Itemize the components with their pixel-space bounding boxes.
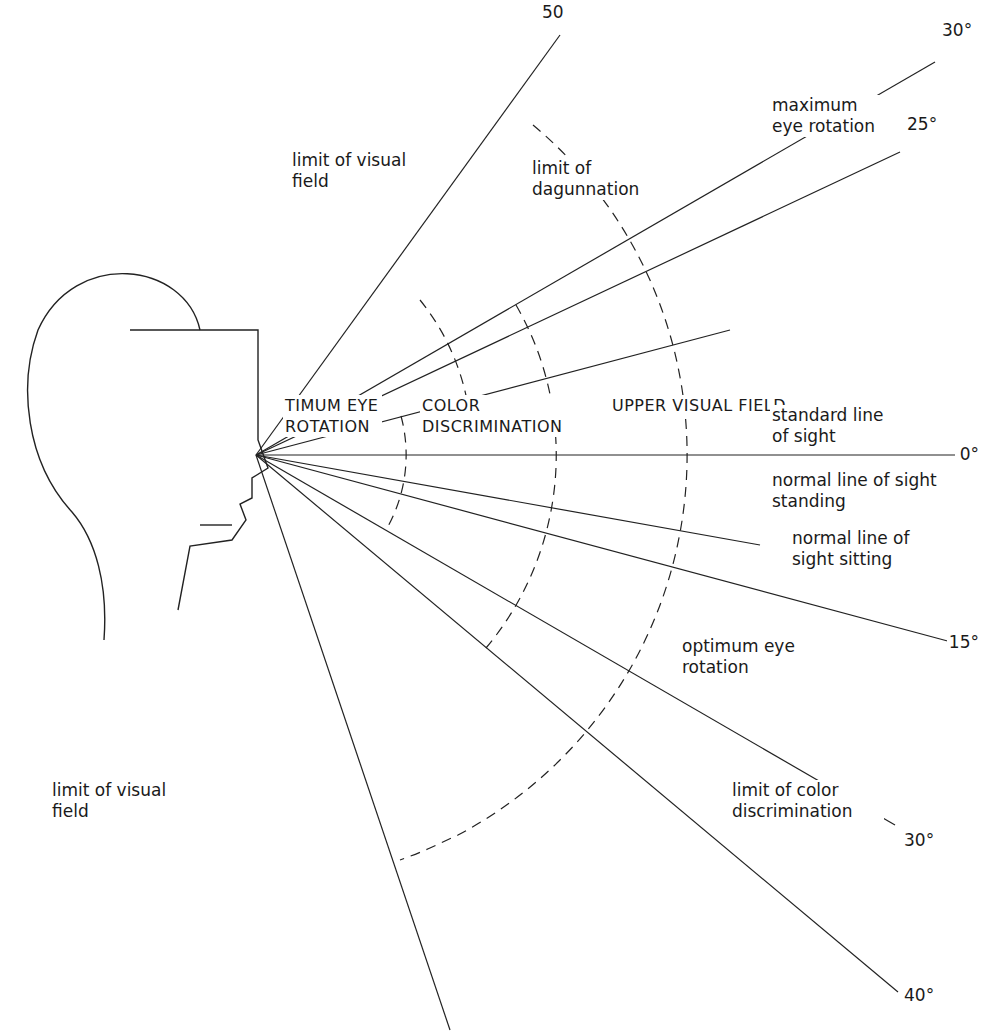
standard-line	[256, 454, 955, 455]
angle-number: 30°	[902, 830, 936, 851]
inner-arc	[386, 416, 406, 530]
region-label: COLOR DISCRIMINATION	[420, 395, 594, 437]
line-label: normal line of sight standing	[770, 470, 939, 512]
line-label: standard line of sight	[770, 405, 894, 447]
head-outline	[28, 274, 268, 640]
region-label: limit of color discrimination	[730, 780, 884, 822]
region-label: maximum eye rotation	[770, 95, 889, 137]
line-label: normal line of sight sitting	[790, 528, 944, 570]
sitting-line	[256, 455, 955, 643]
middle-arc	[486, 305, 556, 648]
mouth-line	[200, 524, 232, 525]
line-15-up	[256, 330, 730, 455]
angle-number: 15°	[947, 632, 981, 653]
line-30-up	[256, 62, 935, 455]
upper-limit-line	[256, 35, 560, 455]
face-profile	[130, 330, 268, 610]
region-label: optimum eye rotation	[680, 636, 819, 678]
angle-number: 25°	[905, 114, 939, 135]
angle-number: 50	[540, 2, 566, 23]
skull-line	[28, 274, 200, 640]
region-label: limit of visual field	[50, 780, 179, 822]
region-label: UPPER VISUAL FIELD	[610, 395, 788, 416]
angle-number: 0°	[958, 444, 981, 465]
region-label: TIMUM EYE ROTATION	[283, 395, 382, 437]
lower-limit-line	[256, 455, 450, 1030]
line-25-up	[256, 152, 900, 455]
region-label: limit of dagunnation	[530, 158, 659, 200]
sight-lines	[256, 35, 955, 1030]
angle-number: 40°	[902, 985, 936, 1006]
dashed-arcs	[386, 125, 687, 860]
angle-number: 30°	[940, 20, 974, 41]
standing-line	[256, 455, 760, 545]
region-label: limit of visual field	[290, 150, 414, 192]
outer-arc	[400, 125, 687, 860]
